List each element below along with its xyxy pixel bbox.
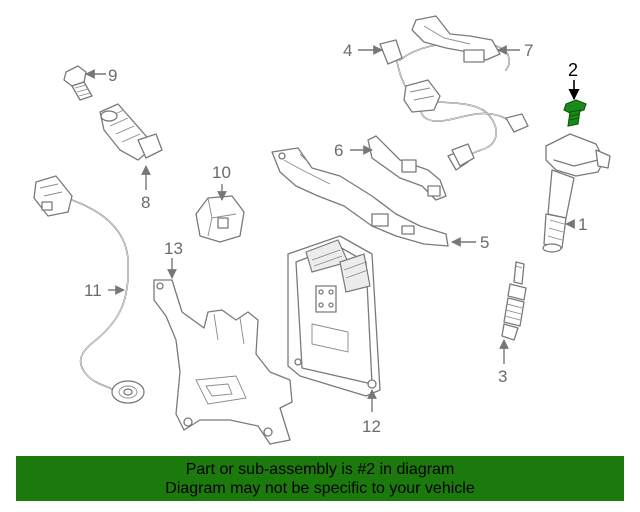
banner-line-1: Part or sub-assembly is #2 in diagram: [185, 461, 455, 478]
callout-1: 1: [578, 215, 587, 234]
part-5-bracket: [271, 147, 449, 247]
callout-8: 8: [141, 193, 150, 212]
part-9-bolt: [63, 65, 93, 101]
callout-numbers: 9 8 10 11 13 12 5 6 4 7 1 3 2: [84, 41, 587, 436]
callout-4: 4: [343, 41, 352, 60]
callout-10: 10: [212, 163, 231, 182]
callout-7: 7: [524, 41, 533, 60]
leader-lines: [85, 45, 580, 412]
part-6-bracket: [367, 135, 469, 201]
part-2-bolt-highlighted[interactable]: [563, 99, 587, 127]
info-banner: Part or sub-assembly is #2 in diagram Di…: [16, 456, 624, 501]
callout-11: 11: [84, 281, 102, 300]
part-12-ecu: [287, 235, 381, 397]
part-1-ignition-coil: [542, 133, 611, 253]
part-10-bracket: [195, 195, 245, 243]
callout-9: 9: [108, 66, 117, 85]
part-11-knock-sensor: [33, 175, 145, 404]
part-4-harness: [379, 39, 529, 167]
callout-3: 3: [498, 367, 507, 386]
part-8-sensor: [99, 103, 163, 161]
callout-13: 13: [164, 239, 183, 258]
callout-5: 5: [480, 233, 489, 252]
part-3-spark-plug: [501, 261, 527, 341]
part-13-bracket: [153, 279, 293, 445]
callout-12: 12: [362, 417, 381, 436]
callout-2-highlighted: 2: [568, 60, 578, 80]
parts-diagram: 9 8 10 11 13 12 5 6 4 7 1 3 2: [33, 15, 611, 445]
callout-6: 6: [334, 141, 343, 160]
banner-line-2: Diagram may not be specific to your vehi…: [165, 480, 475, 497]
part-7-harness-bracket: [411, 15, 501, 63]
